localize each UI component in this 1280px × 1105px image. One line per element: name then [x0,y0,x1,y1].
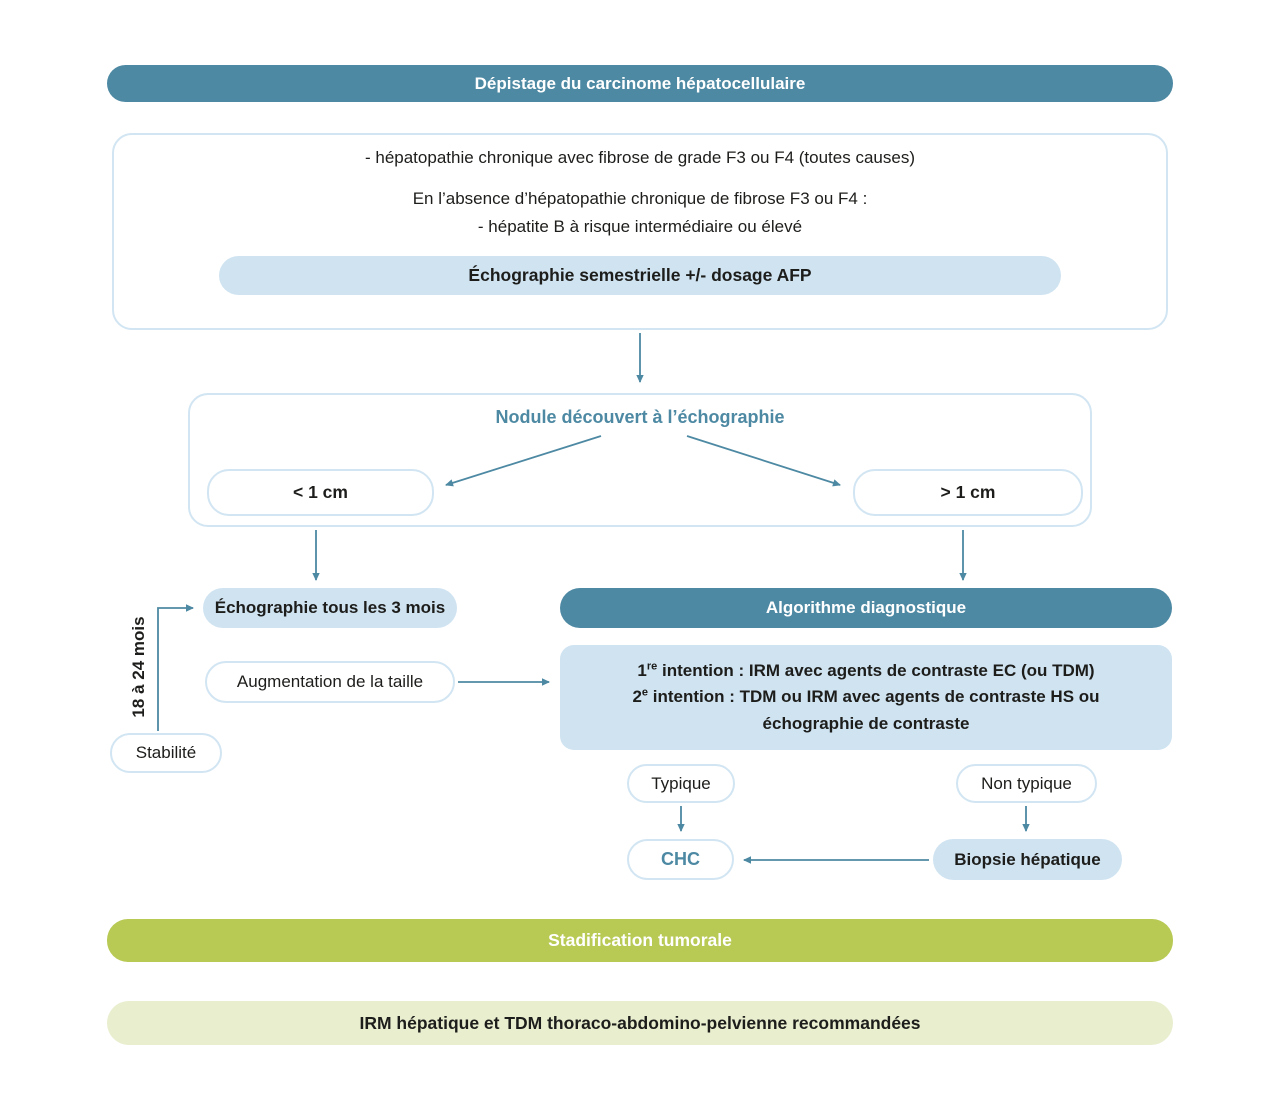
typique-label: Typique [651,773,711,793]
first-intention-text: intention : IRM avec agents de contraste… [657,660,1095,680]
augmentation-taille-pill: Augmentation de la taille [205,661,455,703]
surveillance-duration-label: 18 à 24 mois [129,616,148,718]
recommandation-bar: IRM hépatique et TDM thoraco-abdomino-pe… [107,1001,1173,1045]
second-intention-text: intention : TDM ou IRM avec agents de co… [648,687,1100,733]
non-typique-pill: Non typique [956,764,1097,803]
page-title: Dépistage du carcinome hépatocellulaire [474,73,806,93]
biopsie-hepatique-label: Biopsie hépatique [954,849,1101,869]
echographie-3-mois-label: Échographie tous les 3 mois [214,598,446,617]
criteria-line-absence: En l’absence d’hépatopathie chronique de… [412,189,868,208]
criteria-box: - hépatopathie chronique avec fibrose de… [112,133,1168,330]
chc-pill: CHC [627,839,734,880]
criteria-line-hepatite-b: - hépatite B à risque intermédiaire ou é… [477,217,803,236]
second-intention-line: 2e intention : TDM ou IRM avec agents de… [586,684,1146,737]
nodule-box: Nodule découvert à l’échographie < 1 cm … [188,393,1092,527]
echographie-semestrielle-pill: Échographie semestrielle +/- dosage AFP [219,256,1061,295]
header-bar: Dépistage du carcinome hépatocellulaire [107,65,1173,102]
first-intention-num: 1 [637,660,647,680]
algorithme-diagnostique-label: Algorithme diagnostique [765,598,967,617]
nodule-title: Nodule découvert à l’échographie [495,407,785,427]
lt-1cm-label: < 1 cm [293,482,348,502]
recommandation-label: IRM hépatique et TDM thoraco-abdomino-pe… [359,1012,921,1033]
intentions-box: 1re intention : IRM avec agents de contr… [560,645,1172,750]
stadification-tumorale-bar: Stadification tumorale [107,919,1173,962]
biopsie-hepatique-pill: Biopsie hépatique [933,839,1122,880]
criteria-line-fibrose: - hépatopathie chronique avec fibrose de… [364,148,915,167]
gt-1cm-pill: > 1 cm [853,469,1083,516]
second-intention-sup: e [641,686,649,699]
non-typique-label: Non typique [981,773,1072,793]
stabilite-pill: Stabilité [110,733,222,773]
algorithme-diagnostique-bar: Algorithme diagnostique [560,588,1172,628]
typique-pill: Typique [627,764,735,803]
gt-1cm-label: > 1 cm [940,482,996,502]
stadification-tumorale-label: Stadification tumorale [548,930,732,950]
stabilite-label: Stabilité [135,743,197,762]
echographie-semestrielle-label: Échographie semestrielle +/- dosage AFP [468,265,812,285]
echographie-3-mois-pill: Échographie tous les 3 mois [203,588,457,628]
lt-1cm-pill: < 1 cm [207,469,434,516]
first-intention-sup: re [646,660,658,673]
chc-label: CHC [661,849,700,869]
first-intention-line: 1re intention : IRM avec agents de contr… [637,658,1094,684]
second-intention-num: 2 [632,687,642,707]
augmentation-taille-label: Augmentation de la taille [236,672,424,691]
